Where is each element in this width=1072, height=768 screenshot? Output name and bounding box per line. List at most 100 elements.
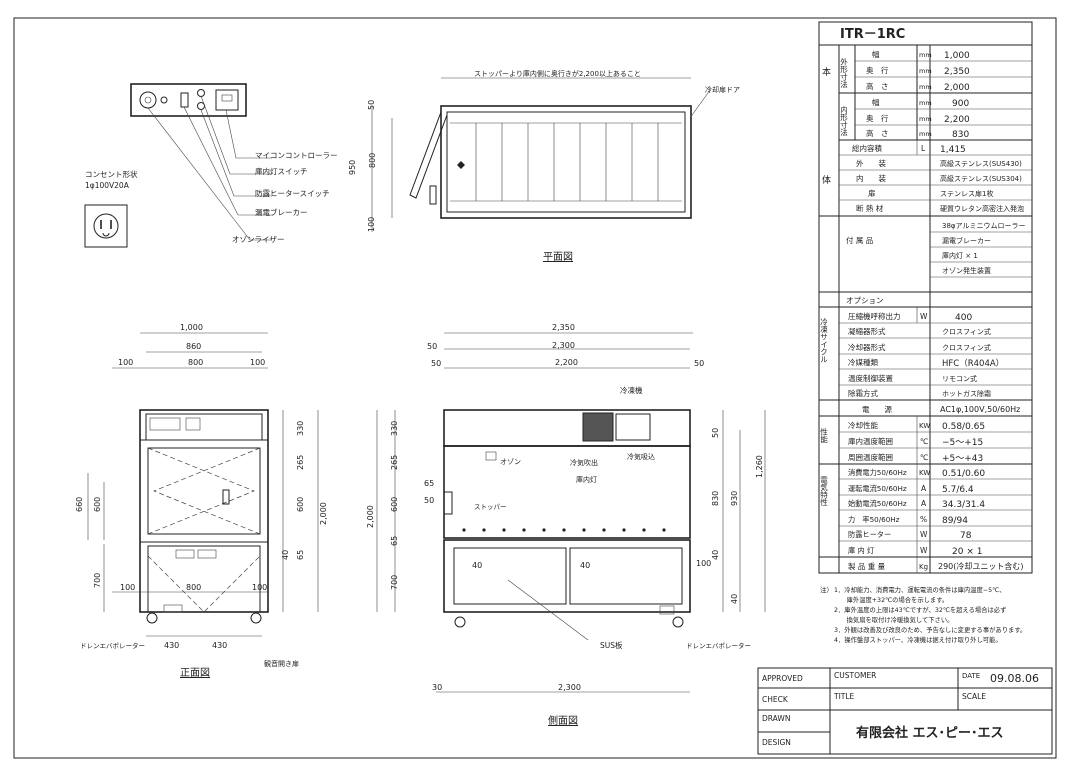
spec-volume-value: 1,415 bbox=[940, 145, 966, 155]
spec-outer-depth-unit: mm bbox=[919, 67, 932, 75]
front-dim-1000: 1,000 bbox=[180, 323, 203, 332]
spec-consumption-value: 0.51/0.60 bbox=[942, 469, 985, 479]
front-dim-600-l: 600 bbox=[93, 497, 102, 512]
front-dim-100-mid: 100 bbox=[120, 583, 135, 592]
side-label-lamp: 庫内灯 bbox=[576, 475, 597, 484]
side-dim-50-d: 50 bbox=[424, 496, 434, 505]
spec-cooling-name: 冷却性能 bbox=[848, 420, 878, 430]
outlet-label: コンセント形状 bbox=[85, 169, 138, 179]
front-dim-330: 330 bbox=[296, 421, 305, 436]
front-dim-860: 860 bbox=[186, 342, 201, 351]
spec-power-value: AC1φ,100V,50/60Hz bbox=[940, 405, 1020, 414]
plan-dim-50: 50 bbox=[367, 100, 376, 110]
spec-cycle-label: 冷凍サイクル bbox=[819, 317, 828, 363]
spec-start-current-unit: A bbox=[921, 499, 927, 508]
spec-refrigerant-value: HFC（R404A） bbox=[942, 358, 1004, 369]
spec-compressor-unit: W bbox=[920, 312, 928, 321]
side-label-outlet-air: 冷気吹出 bbox=[570, 458, 598, 467]
front-label-doors: 観音開き扉 bbox=[264, 659, 299, 668]
tb-check: CHECK bbox=[762, 695, 789, 704]
spec-heater-name: 防露ヒーター bbox=[848, 530, 891, 539]
spec-inner-label: 内形寸法 bbox=[839, 105, 848, 138]
spec-consumption-name: 消費電力50/60Hz bbox=[848, 468, 907, 477]
spec-inner-width-value: 900 bbox=[952, 99, 969, 109]
spec-exterior-value: 高級ステンレス(SUS430) bbox=[940, 159, 1022, 168]
spec-ambient-temp-unit: ℃ bbox=[920, 453, 928, 462]
spec-accessory-3: 庫内灯 × 1 bbox=[942, 251, 978, 260]
spec-accessory-1: 38φアルミニウムローラー bbox=[942, 222, 1025, 230]
panel-label-4: 漏電ブレーカー bbox=[255, 207, 308, 217]
spec-outer-depth-value: 2,350 bbox=[944, 67, 970, 77]
spec-running-current-name: 運転電流50/60Hz bbox=[848, 484, 907, 493]
side-dim-50-a: 50 bbox=[427, 342, 437, 351]
spec-interior-value: 高級ステンレス(SUS304) bbox=[940, 174, 1022, 183]
spec-heater-value: 78 bbox=[960, 531, 972, 541]
spec-weight-unit: Kg bbox=[919, 563, 928, 571]
sheet-border bbox=[13, 17, 1057, 759]
spec-interior-name: 内 装 bbox=[856, 173, 886, 183]
notes-prefix: 注） bbox=[820, 585, 833, 594]
spec-cooling-unit: KW bbox=[919, 422, 930, 430]
panel-label-5: オゾンライザー bbox=[232, 235, 285, 244]
spec-ambient-temp-value: +5〜+43 bbox=[942, 454, 983, 464]
panel-label-3: 防露ヒータースイッチ bbox=[255, 188, 330, 198]
note-1a: 1．冷却能力、消費電力、運転電流の条件は庫内温度−5℃、 bbox=[834, 585, 1006, 594]
panel-label-2: 庫内灯スイッチ bbox=[255, 166, 308, 176]
spec-defrost-value: ホットガス除霜 bbox=[942, 389, 991, 398]
spec-condenser-name: 凝縮器形式 bbox=[848, 326, 886, 336]
front-view bbox=[87, 332, 319, 637]
plan-door-label: 冷却扉ドア bbox=[705, 85, 740, 94]
front-dim-40: 40 bbox=[281, 550, 290, 560]
front-view-title: 正面図 bbox=[180, 667, 210, 679]
spec-inner-depth-name: 奥 行 bbox=[866, 113, 889, 123]
spec-power-factor-name: 力 率50/60Hz bbox=[848, 515, 900, 524]
panel-label-1: マイコンコントローラー bbox=[255, 151, 338, 160]
front-label-drain: ドレンエバポレーター bbox=[80, 641, 145, 650]
spec-compressor-name: 圧縮機呼称出力 bbox=[848, 311, 901, 321]
front-dim-65: 65 bbox=[296, 550, 305, 560]
spec-start-current-name: 始動電流50/60Hz bbox=[848, 499, 907, 508]
spec-power-label: 電 源 bbox=[862, 405, 892, 414]
side-dim-2000: 2,000 bbox=[366, 505, 375, 528]
spec-power-factor-value: 89/94 bbox=[942, 516, 968, 526]
front-dim-800-mid: 800 bbox=[186, 583, 201, 592]
plan-dim-950: 950 bbox=[348, 160, 357, 175]
front-dim-2000: 2,000 bbox=[319, 502, 328, 525]
spec-temp-control-name: 温度制御装置 bbox=[848, 373, 893, 383]
side-dim-330: 330 bbox=[390, 421, 399, 436]
spec-accessory-2: 漏電ブレーカー bbox=[942, 236, 991, 245]
note-2b: 換気扇を取付け冷暖換気して下さい。 bbox=[834, 615, 953, 624]
spec-outer-height-value: 2,000 bbox=[944, 83, 970, 93]
spec-outer-depth-name: 奥 行 bbox=[866, 65, 889, 75]
front-dim-265: 265 bbox=[296, 455, 305, 470]
spec-accessory-4: オゾン発生装置 bbox=[942, 266, 991, 275]
note-4: 4．操作盤部ストッパー、冷凍機は据え付け取り外し可能。 bbox=[834, 635, 1002, 644]
side-label-stopper: ストッパー bbox=[474, 503, 507, 511]
front-dim-100-top-r: 100 bbox=[250, 358, 265, 367]
front-dim-660: 660 bbox=[75, 497, 84, 512]
spec-door-value: ステンレス扉1枚 bbox=[940, 189, 993, 198]
spec-consumption-unit: KW bbox=[919, 469, 930, 477]
tb-title: TITLE bbox=[833, 692, 855, 701]
side-label-compressor: 冷凍機 bbox=[620, 385, 643, 395]
tb-company: 有限会社 エス･ピー･エス bbox=[856, 725, 1004, 741]
spec-outer-label: 外形寸法 bbox=[839, 57, 848, 90]
side-dim-265: 265 bbox=[390, 455, 399, 470]
plan-dim-100: 100 bbox=[367, 217, 376, 232]
spec-exterior-name: 外 装 bbox=[856, 158, 886, 168]
spec-inner-depth-unit: mm bbox=[919, 115, 932, 123]
note-1b: 庫外温度+32℃の場合を示します。 bbox=[834, 595, 948, 604]
side-dim-930: 930 bbox=[730, 491, 739, 506]
side-dim-40-inner-a: 40 bbox=[472, 561, 482, 570]
spec-weight-label: 製 品 重 量 bbox=[848, 561, 886, 571]
tb-date-label: DATE bbox=[962, 672, 980, 680]
spec-inner-height-unit: mm bbox=[919, 130, 932, 138]
spec-outer-width-value: 1,000 bbox=[944, 51, 970, 61]
title-block bbox=[757, 667, 1053, 755]
front-dim-100-mid-r: 100 bbox=[252, 583, 267, 592]
side-label-intake-air: 冷気吸込 bbox=[627, 452, 655, 461]
side-dim-100: 100 bbox=[696, 559, 711, 568]
spec-insulation-value: 硬質ウレタン高密注入発泡 bbox=[940, 204, 1024, 213]
plan-dim-800: 800 bbox=[368, 153, 377, 168]
